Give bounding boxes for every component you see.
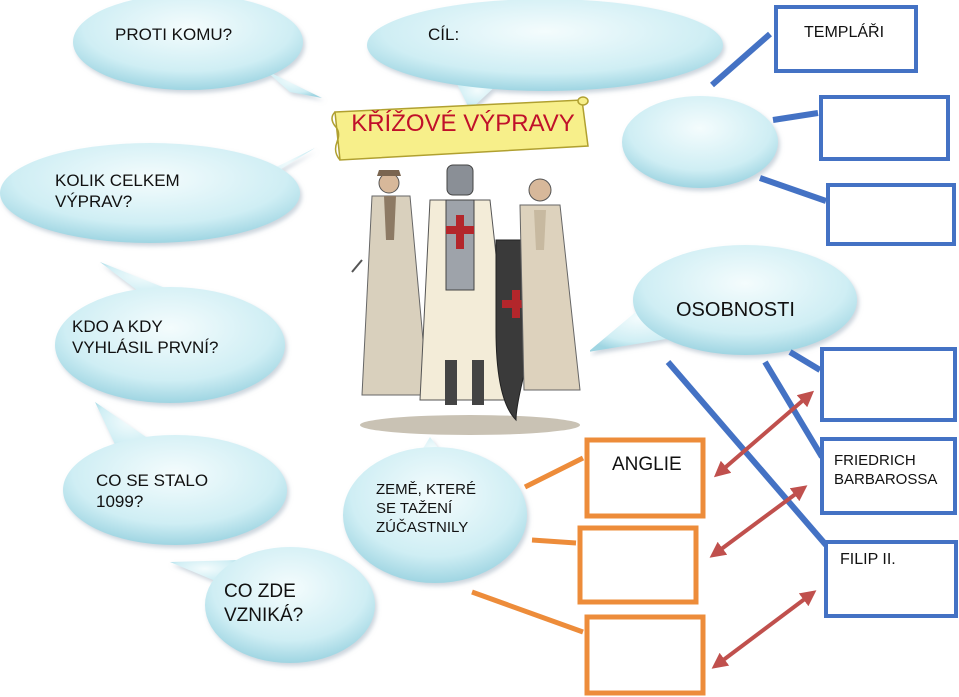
co-zde-line-1: CO ZDE — [224, 581, 296, 602]
orange-boxes — [577, 437, 706, 696]
filip-label: FILIP II. — [840, 551, 896, 568]
box-orange-2 — [577, 525, 699, 605]
co-se-stalo-line-2: 1099? — [96, 492, 144, 512]
figure-left — [351, 170, 429, 396]
box-orange-3 — [584, 614, 706, 696]
friedrich-line-2: BARBAROSSA — [834, 470, 938, 488]
orange-connectors — [471, 455, 585, 635]
anglie-label: ANGLIE — [612, 454, 682, 475]
kdo-line-1: KDO A KDY — [72, 317, 163, 336]
zeme-line-3: ZÚČASTNILY — [376, 518, 469, 536]
bubble-empty-right — [622, 96, 778, 188]
bubble-osobnosti — [588, 245, 857, 355]
kolik-label: KOLIK CELKEM VÝPRAV? — [55, 170, 180, 213]
co-zde-label: CO ZDE VZNIKÁ? — [224, 580, 303, 628]
co-zde-line-2: VZNIKÁ? — [224, 604, 304, 626]
bubble-co-zde — [170, 547, 375, 663]
figure-knight — [419, 164, 537, 422]
kolik-line-1: KOLIK CELKEM — [55, 171, 180, 190]
kdo-line-2: VYHLÁSIL PRVNÍ? — [72, 338, 219, 358]
box-blue-4 — [820, 347, 957, 422]
box-templari — [774, 5, 918, 73]
zeme-line-1: ZEMĚ, KTERÉ — [376, 481, 477, 498]
friedrich-label: FRIEDRICH BARBAROSSA — [834, 452, 937, 490]
bubble-co-se-stalo — [63, 402, 287, 545]
box-anglie — [584, 437, 706, 519]
bubble-zeme — [343, 437, 527, 583]
templari-label: TEMPLÁŘI — [804, 24, 885, 41]
box-blue-2 — [819, 95, 950, 161]
proti-komu-label: PROTI KOMU? — [115, 25, 233, 44]
bubble-kolik — [0, 143, 315, 243]
crusaders-illustration — [350, 162, 590, 435]
page-title: KŘÍŽOVÉ VÝPRAVY — [351, 110, 575, 137]
co-se-stalo-label: CO SE STALO 1099? — [96, 470, 208, 513]
title-scroll — [331, 96, 589, 161]
osobnosti-label: OSOBNOSTI — [676, 299, 795, 321]
bubble-cil — [367, 0, 723, 110]
box-blue-3 — [826, 183, 956, 246]
cil-label: CÍL: — [428, 25, 460, 44]
box-friedrich — [820, 437, 957, 515]
kolik-line-2: VÝPRAV? — [55, 192, 133, 212]
figure-right — [519, 178, 581, 391]
zeme-label: ZEMĚ, KTERÉ SE TAŽENÍ ZÚČASTNILY — [376, 481, 476, 537]
zeme-line-2: SE TAŽENÍ — [376, 499, 453, 517]
co-se-stalo-line-1: CO SE STALO — [96, 471, 209, 490]
friedrich-line-1: FRIEDRICH — [834, 452, 916, 469]
red-arrows — [709, 390, 817, 669]
box-filip — [824, 540, 958, 618]
kdo-a-kdy-label: KDO A KDY VYHLÁSIL PRVNÍ? — [72, 316, 218, 359]
blue-boxes — [774, 5, 958, 618]
bubble-proti-komu — [73, 0, 322, 98]
bubble-kdo-a-kdy — [55, 262, 285, 403]
